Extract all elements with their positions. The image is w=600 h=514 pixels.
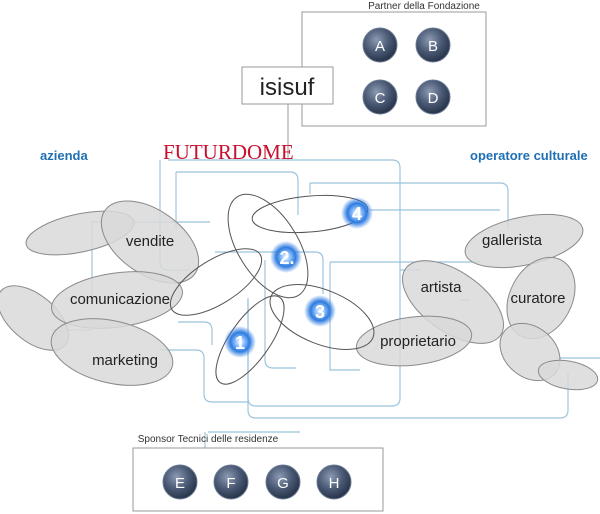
partner-button-a[interactable]: A	[362, 27, 398, 63]
phase-1-label: 1	[235, 333, 245, 353]
label-proprietario: proprietario	[380, 333, 456, 350]
label-vendite: vendite	[126, 233, 174, 250]
sponsor-button-f[interactable]: F	[213, 464, 249, 500]
operatore-label: operatore culturale	[470, 148, 588, 163]
phase-ellipses	[169, 193, 375, 385]
phase-2[interactable]: 2.	[270, 241, 302, 273]
azienda-ellipses	[0, 200, 200, 386]
phase-1[interactable]: 1	[224, 326, 256, 358]
isisuf-box	[241, 66, 334, 105]
label-gallerista: gallerista	[482, 232, 543, 249]
partner-button-c[interactable]: C	[362, 79, 398, 115]
phase-4[interactable]: 4	[341, 197, 373, 229]
phase-3-label: 3	[315, 302, 325, 322]
sponsors-title: Sponsor Tecnici delle residenze	[138, 434, 279, 445]
partner-button-d-label: D	[428, 90, 439, 107]
operatore-ellipses	[355, 213, 599, 391]
partner-button-b[interactable]: B	[415, 27, 451, 63]
sponsor-button-g[interactable]: G	[265, 464, 301, 500]
sponsor-button-g-label: G	[277, 475, 289, 492]
sponsor-button-h[interactable]: H	[316, 464, 352, 500]
isisuf-label: isisuf	[260, 74, 315, 101]
phase-2-label: 2.	[279, 248, 294, 268]
phase-4-label: 4	[352, 204, 362, 224]
label-curatore: curatore	[510, 290, 565, 307]
label-marketing: marketing	[92, 352, 158, 369]
partner-button-b-label: B	[428, 38, 438, 55]
sponsor-button-e-label: E	[175, 475, 185, 492]
partner-button-c-label: C	[375, 90, 386, 107]
azienda-label: azienda	[40, 148, 88, 163]
label-comunicazione: comunicazione	[70, 291, 170, 308]
partners-title: Partner della Fondazione	[368, 1, 480, 12]
partner-button-a-label: A	[375, 38, 385, 55]
sponsor-button-f-label: F	[226, 475, 235, 492]
label-artista: artista	[421, 279, 463, 296]
partner-button-d[interactable]: D	[415, 79, 451, 115]
phase-3[interactable]: 3	[304, 295, 336, 327]
sponsor-button-e[interactable]: E	[162, 464, 198, 500]
sponsor-button-h-label: H	[329, 475, 340, 492]
